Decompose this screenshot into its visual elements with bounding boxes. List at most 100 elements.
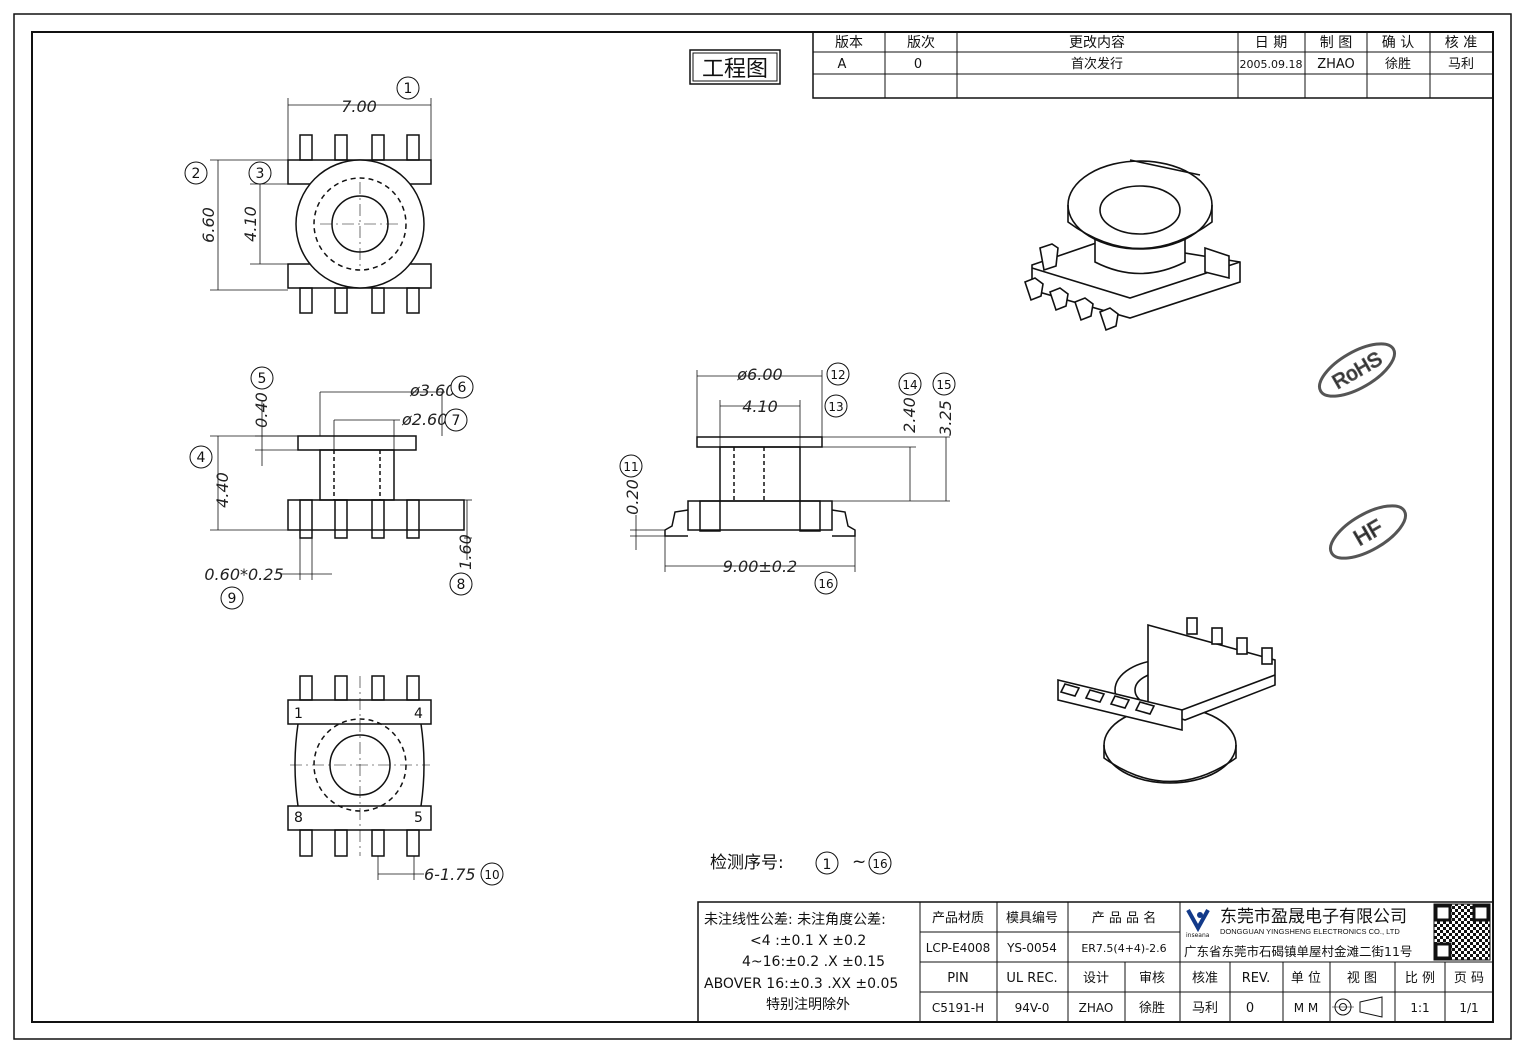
svg-text:徐胜: 徐胜 xyxy=(1139,1001,1165,1016)
front-view-dims xyxy=(630,370,950,572)
balloon-13: 13 xyxy=(824,394,848,418)
svg-text:1:1: 1:1 xyxy=(1410,1001,1429,1015)
dim-16: 9.00±0.2 xyxy=(723,557,797,576)
balloon-2: 2 xyxy=(184,161,208,185)
svg-text:5: 5 xyxy=(414,810,423,826)
svg-text:6: 6 xyxy=(458,380,467,396)
bottom-view xyxy=(287,675,432,857)
svg-text:DONGGUAN YINGSHENG ELECTRONICS: DONGGUAN YINGSHENG ELECTRONICS CO., LTD xyxy=(1220,927,1400,936)
svg-text:徐胜: 徐胜 xyxy=(1385,57,1411,72)
svg-text:马利: 马利 xyxy=(1192,1001,1218,1016)
balloon-12: 12 xyxy=(826,362,850,386)
rohs-mark: RoHS xyxy=(1318,342,1396,398)
svg-text:UL REC.: UL REC. xyxy=(1006,971,1057,986)
balloon-16: 16 xyxy=(814,571,838,595)
balloon-14: 14 xyxy=(898,372,922,396)
balloon-11: 11 xyxy=(619,454,643,478)
svg-text:设计: 设计 xyxy=(1083,971,1109,986)
svg-text:C5191-H: C5191-H xyxy=(932,1001,984,1015)
svg-text:12: 12 xyxy=(830,368,845,382)
dim-12: ø6.00 xyxy=(736,365,782,384)
svg-text:1: 1 xyxy=(823,857,832,873)
balloon-3: 3 xyxy=(248,161,272,185)
dim-14: 2.40 xyxy=(900,397,919,433)
svg-text:产品材质: 产品材质 xyxy=(932,911,984,926)
svg-text:5: 5 xyxy=(258,371,267,387)
dim-3: 4.10 xyxy=(241,206,260,242)
svg-text:16: 16 xyxy=(872,857,887,871)
dim-2: 6.60 xyxy=(199,207,218,243)
svg-text:检测序号:: 检测序号: xyxy=(710,853,784,873)
svg-text:视 图: 视 图 xyxy=(1347,971,1377,986)
svg-text:东莞市盈晟电子有限公司: 东莞市盈晟电子有限公司 xyxy=(1220,907,1407,927)
svg-text:REV.: REV. xyxy=(1242,971,1271,986)
svg-text:制 图: 制 图 xyxy=(1320,35,1352,51)
svg-text:工程图: 工程图 xyxy=(702,57,768,82)
drawing-badge: 工程图 xyxy=(689,49,781,85)
svg-text:核准: 核准 xyxy=(1192,971,1218,986)
title-block-fields: 产品材质 模具编号 产 品 品 名 LCP-E4008 YS-0054 ER7.… xyxy=(926,910,1484,1016)
svg-text:首次发行: 首次发行 xyxy=(1071,56,1123,72)
svg-text:未注线性公差: 未注角度公差:: 未注线性公差: 未注角度公差: xyxy=(704,912,886,928)
balloon-1: 1 xyxy=(396,76,420,100)
svg-text:9: 9 xyxy=(228,591,237,607)
revision-row: A 0 首次发行 2005.09.18 ZHAO 徐胜 马利 xyxy=(838,56,1474,72)
svg-text:<4 :±0.1 X ±0.2: <4 :±0.1 X ±0.2 xyxy=(750,933,866,949)
dim-5: 0.40 xyxy=(252,392,271,428)
svg-text:1/1: 1/1 xyxy=(1459,1001,1478,1015)
svg-text:14: 14 xyxy=(902,378,917,392)
hf-mark: HF xyxy=(1329,504,1407,560)
dim-1: 7.00 xyxy=(341,97,377,116)
svg-text:0: 0 xyxy=(914,57,922,72)
dim-4: 4.40 xyxy=(213,472,232,508)
svg-text:~: ~ xyxy=(852,852,866,872)
inspection-note: 检测序号: 1 ~ 16 xyxy=(710,851,892,875)
company-block: inseana 东莞市盈晟电子有限公司 DONGGUAN YINGSHENG E… xyxy=(1184,903,1491,961)
title-block-frame xyxy=(697,901,1494,1023)
bottom-view-pin-labels: 1 4 8 5 xyxy=(294,706,423,826)
svg-text:日 期: 日 期 xyxy=(1255,35,1287,51)
dim-15: 3.25 xyxy=(936,400,955,436)
dim-10: 6-1.75 xyxy=(424,865,476,884)
side-view xyxy=(287,435,465,539)
dim-11: 0.20 xyxy=(623,479,642,515)
dim-6: ø3.60 xyxy=(409,381,455,400)
svg-text:4~16:±0.2 .X ±0.15: 4~16:±0.2 .X ±0.15 xyxy=(742,954,885,970)
revision-table xyxy=(812,31,1494,99)
svg-text:ABOVER 16:±0.3 .XX ±0.05: ABOVER 16:±0.3 .XX ±0.05 xyxy=(704,976,898,992)
svg-text:11: 11 xyxy=(623,460,638,474)
company-logo-icon xyxy=(1186,909,1210,933)
svg-text:4: 4 xyxy=(197,450,206,466)
svg-text:RoHS: RoHS xyxy=(1329,348,1386,394)
svg-text:广东省东莞市石碣镇单屋村金滩二街11号: 广东省东莞市石碣镇单屋村金滩二街11号 xyxy=(1184,944,1412,959)
balloon-9: 9 xyxy=(220,586,244,610)
dim-8: 1.60 xyxy=(456,534,475,570)
svg-text:产 品 品 名: 产 品 品 名 xyxy=(1092,910,1156,926)
tolerance-note: 未注线性公差: 未注角度公差: <4 :±0.1 X ±0.2 4~16:±0.… xyxy=(704,912,898,1013)
svg-text:8: 8 xyxy=(294,810,303,826)
balloon-15: 15 xyxy=(932,372,956,396)
balloon-8: 8 xyxy=(449,572,473,596)
svg-text:马利: 马利 xyxy=(1448,57,1474,72)
revision-header: 版本 版次 更改内容 日 期 制 图 确 认 核 准 xyxy=(835,34,1477,51)
svg-text:1: 1 xyxy=(404,81,413,97)
top-view-dims xyxy=(210,98,432,291)
svg-text:13: 13 xyxy=(828,400,843,414)
balloon-group: 1 2 3 4 5 6 7 8 9 10 11 12 13 14 15 16 xyxy=(184,76,956,886)
svg-text:3: 3 xyxy=(256,166,265,182)
svg-text:inseana: inseana xyxy=(1186,932,1210,939)
svg-text:PIN: PIN xyxy=(947,971,968,986)
svg-text:2005.09.18: 2005.09.18 xyxy=(1240,58,1303,71)
svg-text:比 例: 比 例 xyxy=(1405,971,1435,986)
svg-text:8: 8 xyxy=(457,577,466,593)
svg-text:审核: 审核 xyxy=(1139,971,1165,986)
svg-text:ZHAO: ZHAO xyxy=(1079,1001,1114,1015)
front-view xyxy=(664,436,856,537)
dim-7: ø2.60 xyxy=(401,410,447,429)
svg-text:LCP-E4008: LCP-E4008 xyxy=(926,941,991,955)
svg-text:ZHAO: ZHAO xyxy=(1317,57,1355,72)
svg-text:0: 0 xyxy=(1246,1001,1254,1016)
balloon-4: 4 xyxy=(189,445,213,469)
dim-9: 0.60*0.25 xyxy=(204,565,283,584)
